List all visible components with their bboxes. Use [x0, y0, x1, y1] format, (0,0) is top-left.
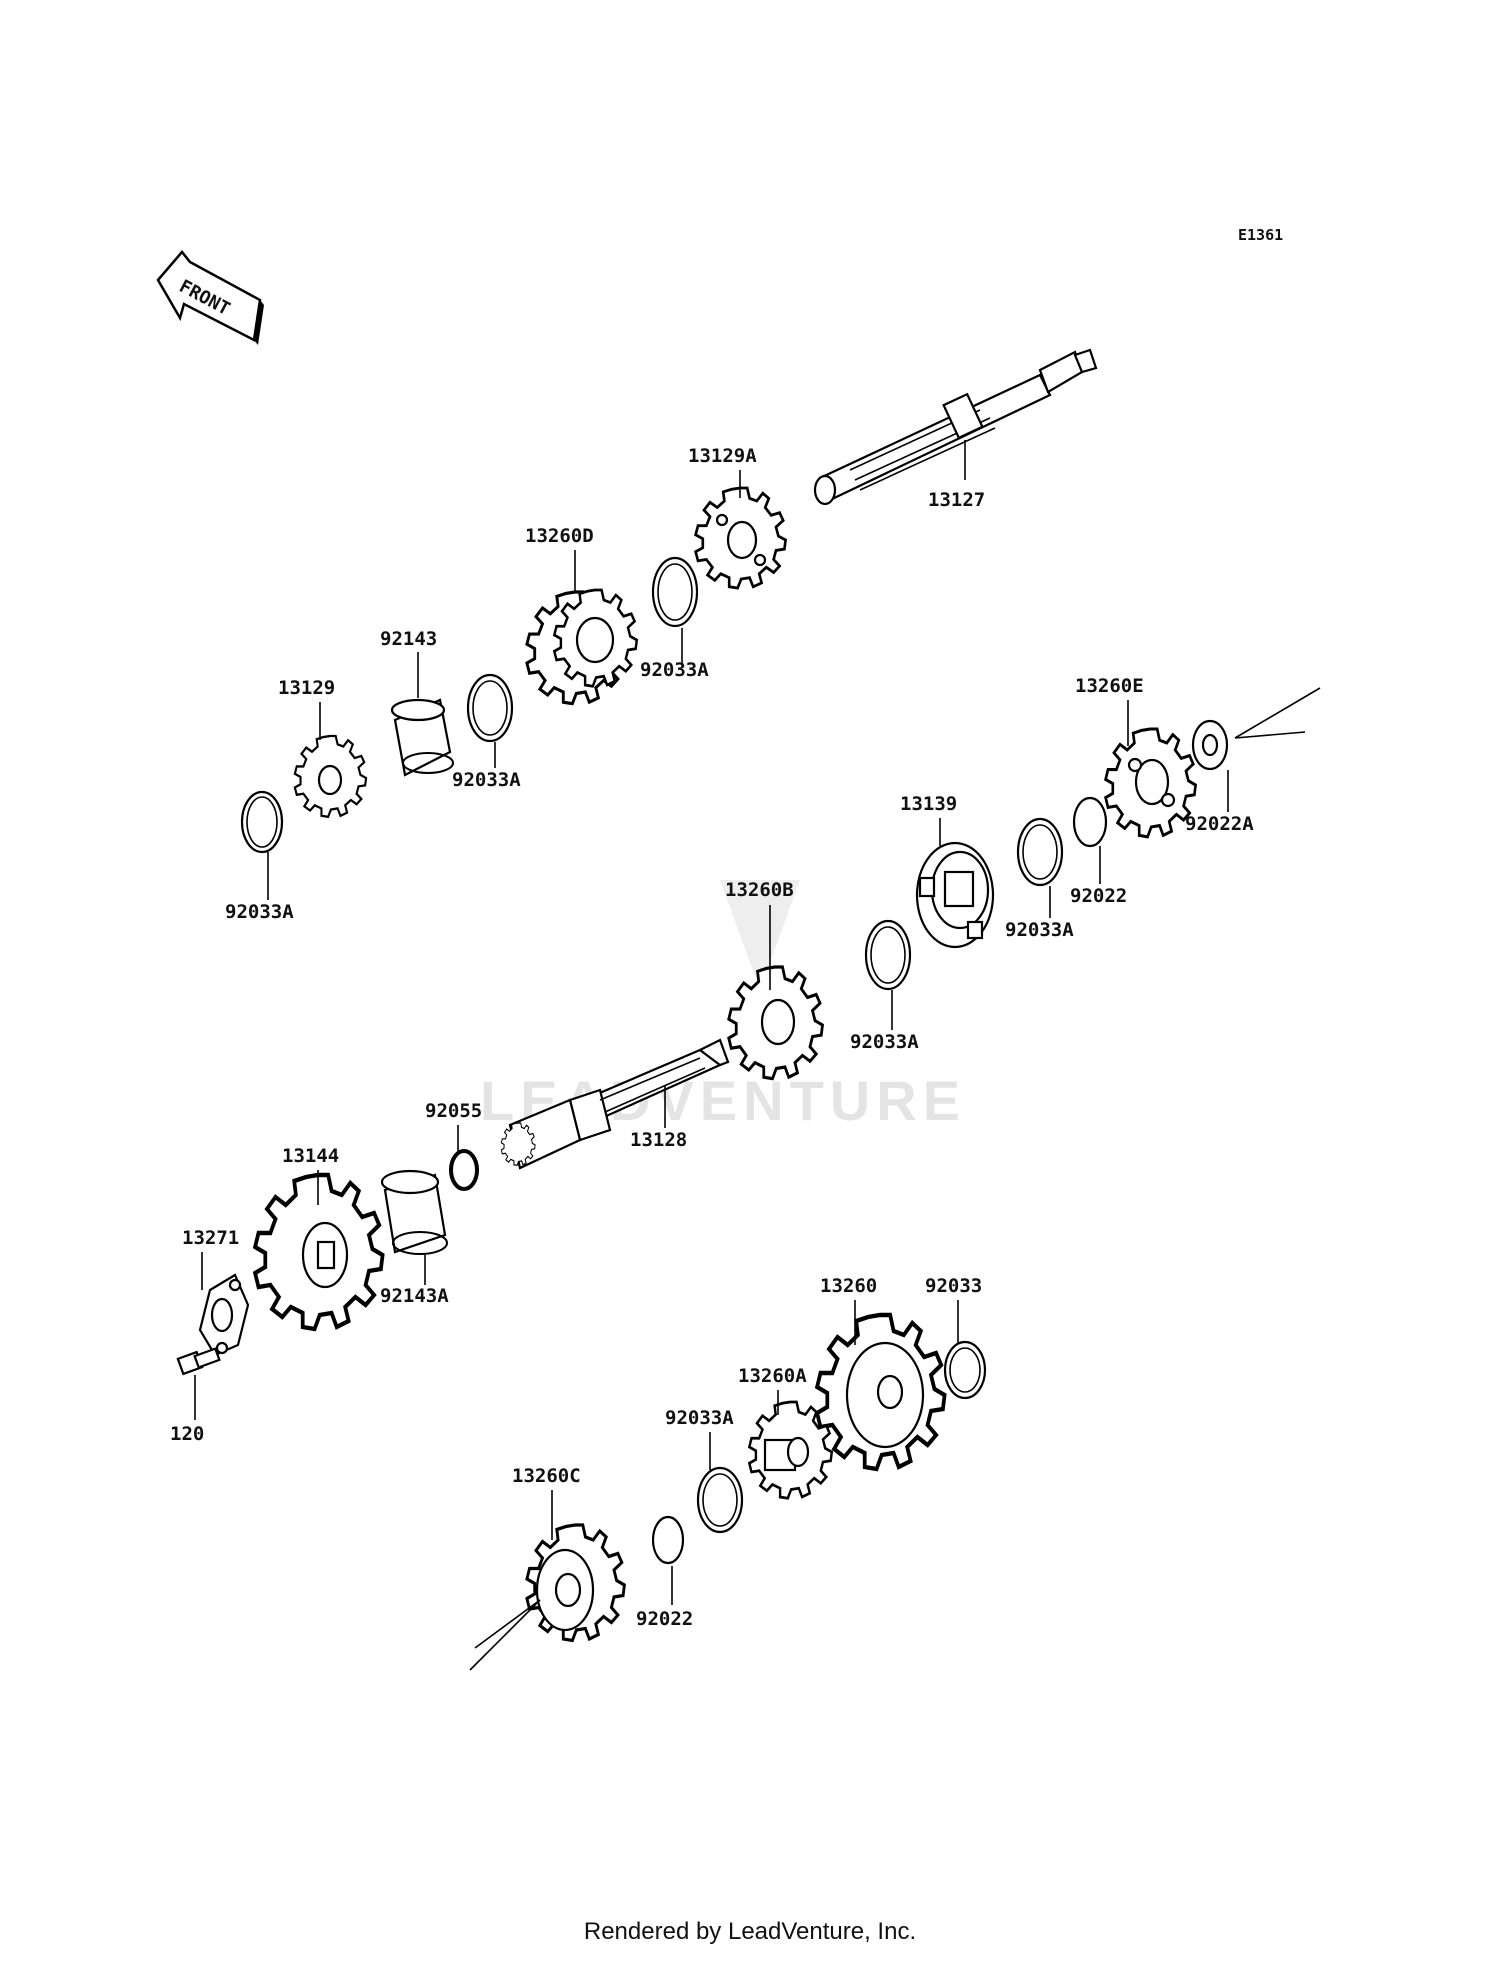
part-label-13139[interactable]: 13139 — [900, 793, 957, 815]
dog-13139 — [915, 841, 995, 949]
part-label-92033A-5[interactable]: 92033A — [850, 1031, 919, 1053]
oring-92055 — [449, 1149, 479, 1191]
sprocket-13144 — [255, 1175, 383, 1329]
gear-13260A — [747, 1400, 834, 1500]
gear-13129A — [694, 486, 788, 590]
part-label-92033A-4[interactable]: 92033A — [1005, 919, 1074, 941]
part-label-92033[interactable]: 92033 — [925, 1275, 982, 1297]
footer-credit: Rendered by LeadVenture, Inc. — [583, 1918, 917, 1945]
circlip-92033A-2 — [466, 673, 514, 743]
circlip-92033A-4 — [1016, 817, 1064, 887]
part-label-92033A-3[interactable]: 92033A — [225, 901, 294, 923]
gear-13260C — [525, 1523, 627, 1643]
part-label-92022-1[interactable]: 92022 — [1070, 885, 1127, 907]
part-label-13129[interactable]: 13129 — [278, 677, 335, 699]
gear-13260E — [1104, 727, 1198, 839]
shaft-13127 — [813, 348, 1098, 506]
part-label-13144[interactable]: 13144 — [282, 1145, 339, 1167]
continuation-lines-upper — [1234, 687, 1321, 739]
gear-13260D — [525, 588, 639, 706]
bushing-92143A — [380, 1169, 448, 1255]
gear-13260 — [817, 1315, 945, 1469]
part-label-13260E[interactable]: 13260E — [1075, 675, 1144, 697]
leader-lines — [194, 440, 1229, 1605]
part-label-13127[interactable]: 13127 — [928, 489, 985, 511]
continuation-lines-lower — [469, 1599, 541, 1671]
watermark: LEADVENTURE — [480, 880, 960, 1132]
circlip-92022-2 — [651, 1515, 685, 1565]
circlip-92033A-6 — [696, 1466, 744, 1534]
shaft-13128 — [500, 1038, 730, 1170]
diagram-code: E1361 — [1238, 226, 1283, 244]
part-labels: 13129A 13127 13260D 92033A 92143 13129 9… — [170, 445, 1254, 1630]
part-label-92022-2[interactable]: 92022 — [636, 1608, 693, 1630]
bushing-92143 — [390, 698, 454, 777]
part-label-120[interactable]: 120 — [170, 1423, 204, 1445]
bolt-120 — [176, 1347, 221, 1376]
part-label-13260[interactable]: 13260 — [820, 1275, 877, 1297]
part-label-13260A[interactable]: 13260A — [738, 1365, 807, 1387]
part-label-92143[interactable]: 92143 — [380, 628, 437, 650]
circlip-92033 — [943, 1340, 987, 1400]
part-label-92033A-6[interactable]: 92033A — [665, 1407, 734, 1429]
part-label-13260D[interactable]: 13260D — [525, 525, 594, 547]
circlip-92033A-1 — [651, 556, 699, 628]
circlip-92033A-3 — [240, 790, 284, 854]
part-label-92033A-1[interactable]: 92033A — [640, 659, 709, 681]
gear-13129 — [293, 734, 368, 819]
part-label-13128[interactable]: 13128 — [630, 1129, 687, 1151]
gear-13260B — [727, 965, 825, 1081]
part-label-13271[interactable]: 13271 — [182, 1227, 239, 1249]
part-label-13260C[interactable]: 13260C — [512, 1465, 581, 1487]
part-label-13129A[interactable]: 13129A — [688, 445, 757, 467]
circlip-92033A-5 — [864, 919, 912, 991]
plate-13271 — [198, 1273, 250, 1357]
part-label-92033A-2[interactable]: 92033A — [452, 769, 521, 791]
part-label-92055[interactable]: 92055 — [425, 1100, 482, 1122]
circlip-92022-1 — [1072, 796, 1108, 848]
front-arrow-icon: FRONT — [156, 250, 264, 345]
washer-92022A — [1191, 719, 1229, 771]
part-label-92143A[interactable]: 92143A — [380, 1285, 449, 1307]
part-label-13260B[interactable]: 13260B — [725, 879, 794, 901]
part-label-92022A[interactable]: 92022A — [1185, 813, 1254, 835]
